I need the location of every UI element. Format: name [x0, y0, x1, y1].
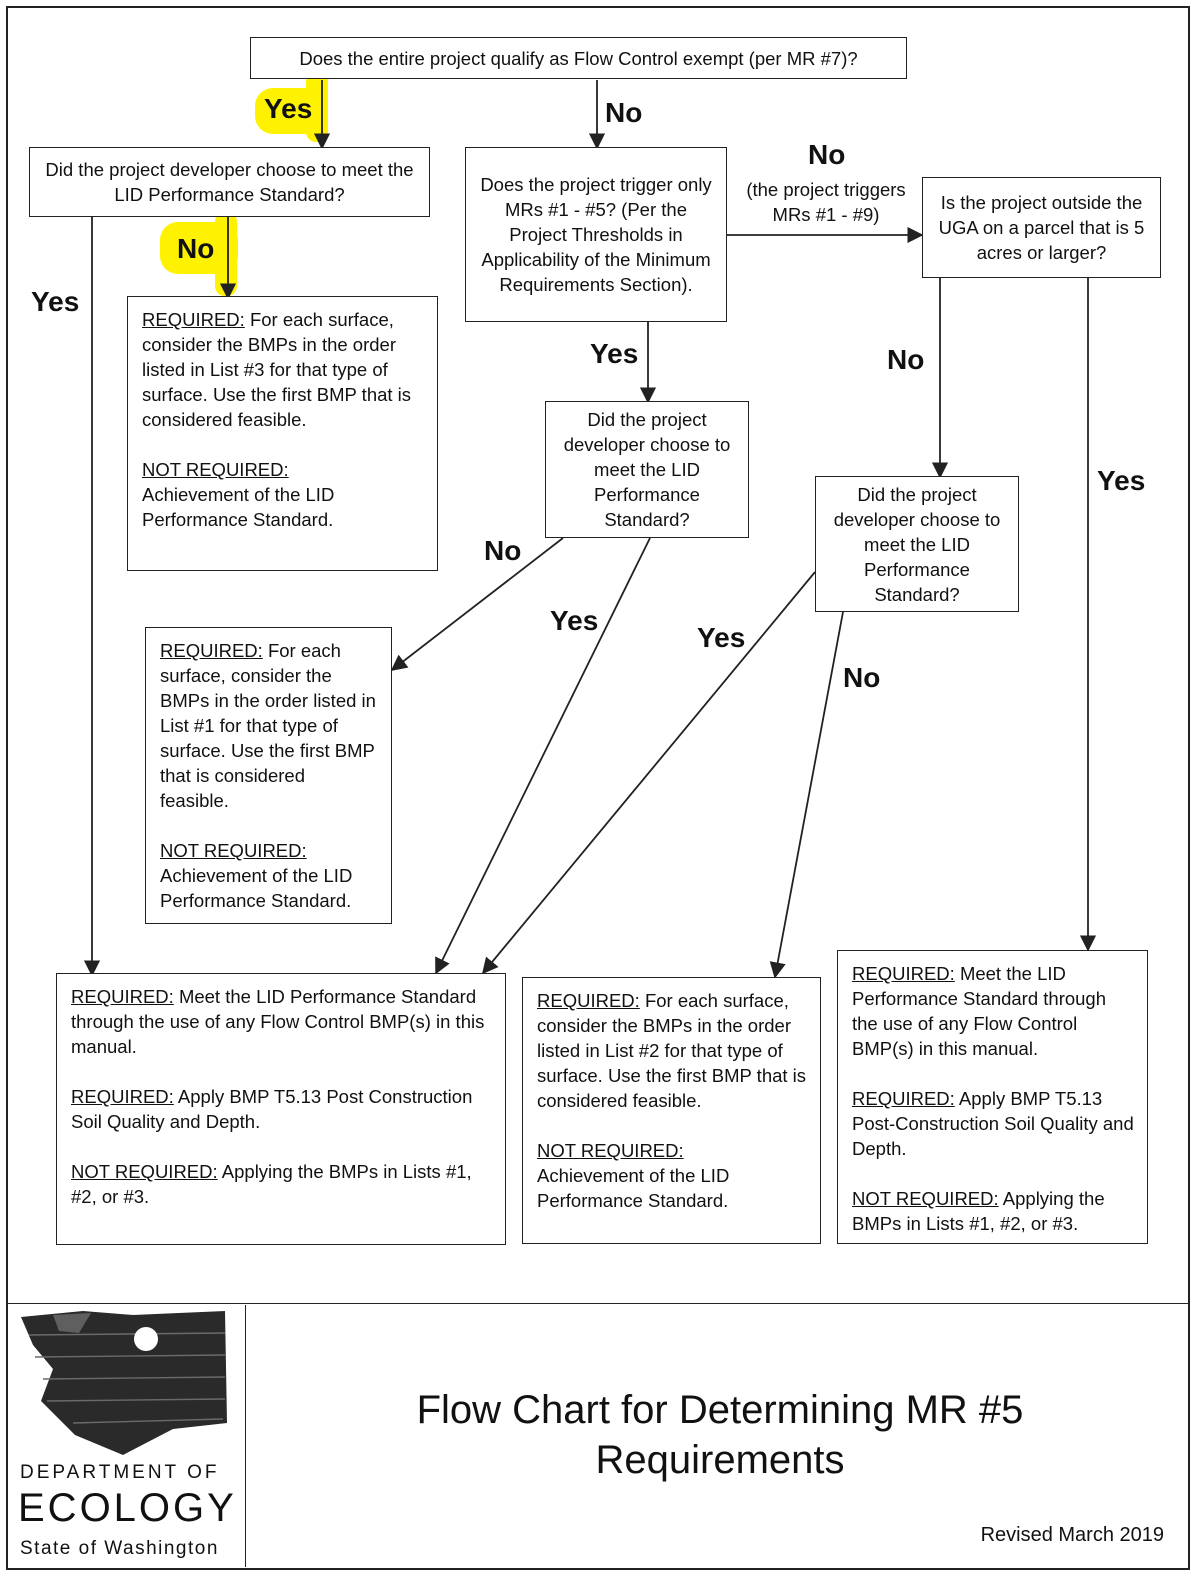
- question-mrs-1-5: Does the project trigger only MRs #1 - #…: [465, 147, 727, 322]
- required-label: REQUIRED:: [142, 309, 245, 330]
- footer-divider: [8, 1303, 1188, 1304]
- label-no-lid-mid: No: [484, 535, 522, 566]
- label-yes-uga: Yes: [1097, 465, 1146, 496]
- label-no-lid-top: No: [177, 233, 215, 264]
- logo-emblem-icon: [21, 1311, 227, 1455]
- not-required-label: NOT REQUIRED:: [160, 840, 307, 861]
- outcome-list-2: REQUIRED: For each surface, consider the…: [522, 977, 821, 1244]
- chart-title: Flow Chart for Determining MR #5 Require…: [416, 1388, 1024, 1482]
- label-yes-mr15: Yes: [590, 338, 639, 369]
- page-frame: [6, 6, 1190, 1570]
- question-flow-control-exempt: Does the entire project qualify as Flow …: [250, 37, 907, 79]
- label-no-lid-right: No: [843, 662, 881, 693]
- label-no-mr15: No: [808, 139, 846, 170]
- arrow-lidmid-yes: [435, 537, 651, 975]
- arrow-lidmid-no: [390, 537, 564, 671]
- label-triggers-note: (the project triggers MRs #1 - #9): [746, 179, 906, 225]
- label-yes-exempt: Yes: [264, 93, 313, 124]
- label-yes-lid-mid: Yes: [550, 605, 599, 636]
- highlight-stem-mid: [215, 212, 237, 296]
- question-outside-uga: Is the project outside the UGA on a parc…: [922, 177, 1161, 278]
- logo-department: DEPARTMENT OF: [20, 1462, 220, 1483]
- arrow-lidright-yes: [481, 571, 816, 975]
- logo-state: State of Washington: [20, 1538, 219, 1559]
- logo-ecology: ECOLOGY: [18, 1486, 237, 1530]
- outcome-meet-lid-right: REQUIRED: Meet the LID Performance Stand…: [837, 950, 1148, 1244]
- label-no-uga: No: [887, 344, 925, 375]
- outcome-meet-lid-left: REQUIRED: Meet the LID Performance Stand…: [56, 973, 506, 1245]
- required-label: REQUIRED:: [160, 640, 263, 661]
- label-yes-lid-right: Yes: [697, 622, 746, 653]
- question-lid-standard-top: Did the project developer choose to meet…: [29, 147, 430, 217]
- not-required-label: NOT REQUIRED:: [142, 459, 289, 480]
- outcome-list-3: REQUIRED: For each surface, consider the…: [127, 296, 438, 571]
- label-yes-lid-top: Yes: [31, 286, 80, 317]
- outcome-list-1: REQUIRED: For each surface, consider the…: [145, 627, 392, 924]
- ecology-logo: [13, 1305, 246, 1567]
- arrow-lidright-no: [769, 611, 844, 979]
- revised-date: Revised March 2019: [980, 1524, 1164, 1546]
- question-lid-standard-middle: Did the project developer choose to meet…: [545, 401, 749, 538]
- label-no-exempt: No: [605, 97, 643, 128]
- question-lid-standard-right: Did the project developer choose to meet…: [815, 476, 1019, 612]
